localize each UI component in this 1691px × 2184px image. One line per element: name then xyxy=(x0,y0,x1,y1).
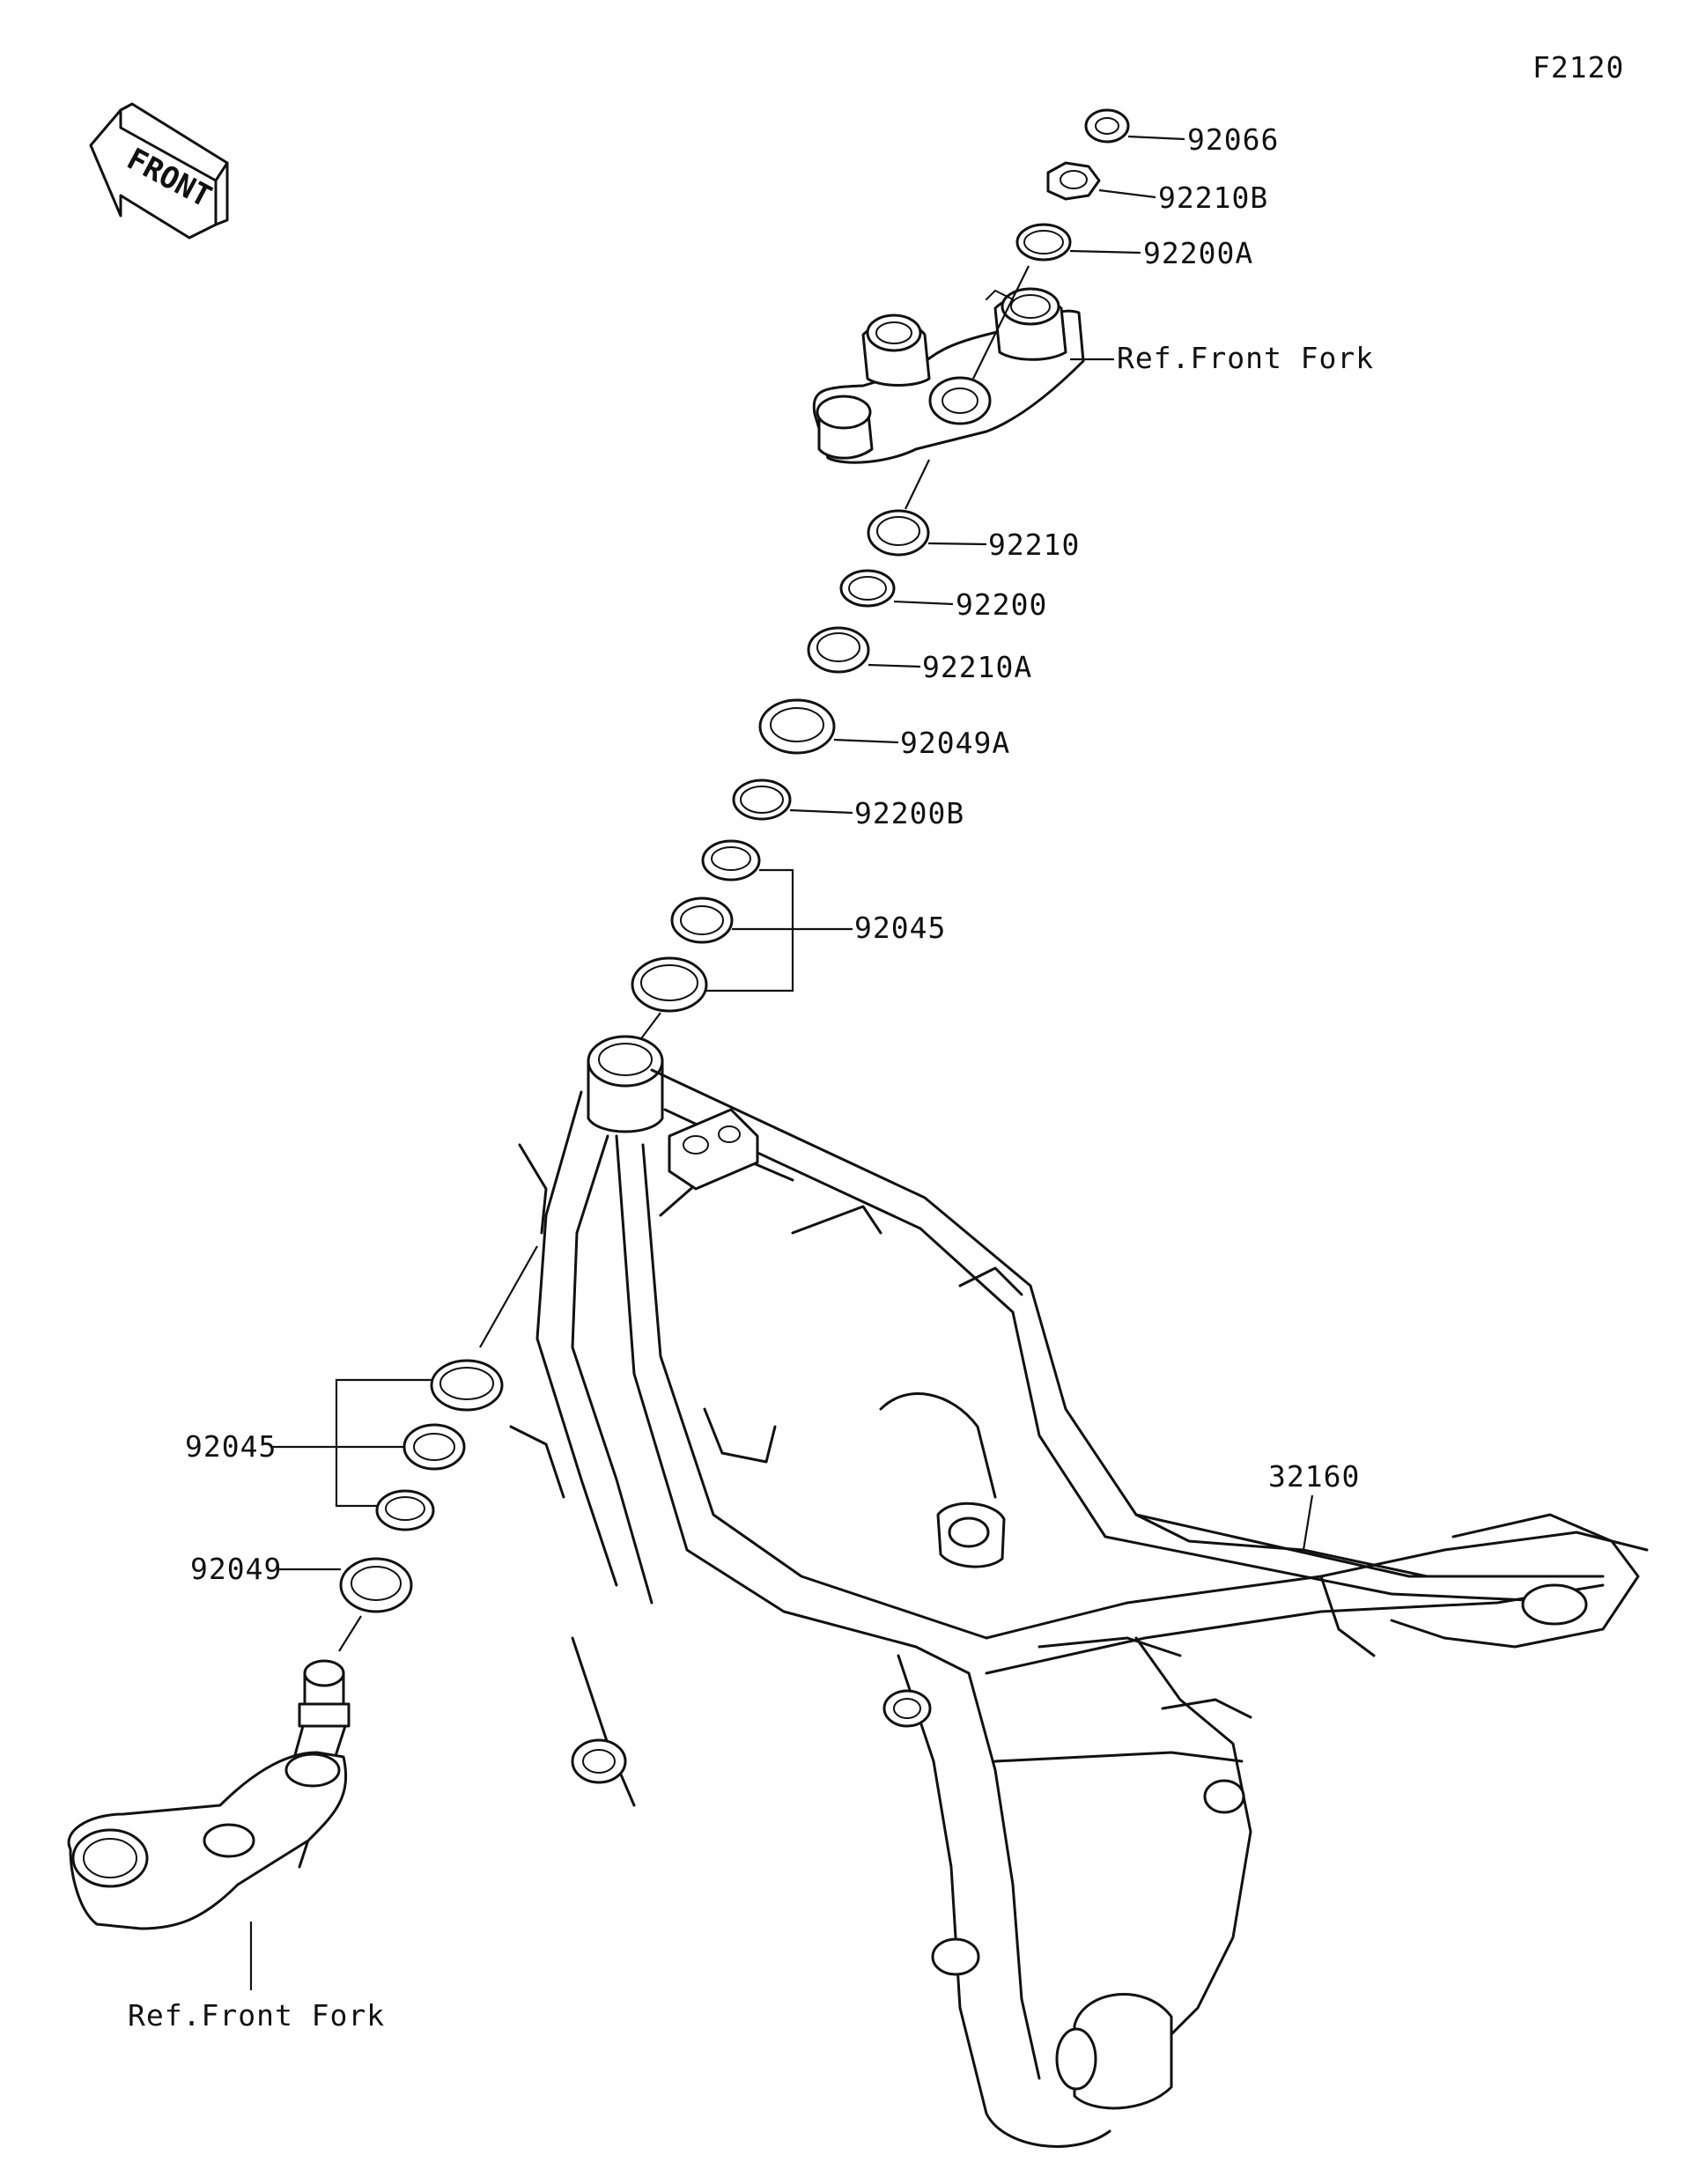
part-92200-washer xyxy=(839,569,954,608)
label-92045-lower: 92045 xyxy=(185,1429,277,1464)
part-92200B-washer xyxy=(732,778,853,821)
label-ref-front-fork-bottom: Ref.Front Fork xyxy=(128,1998,385,2033)
label-ref-front-fork-top: Ref.Front Fork xyxy=(1117,341,1374,375)
label-92210B: 92210B xyxy=(1158,181,1268,215)
part-92049A-seal xyxy=(758,698,899,755)
front-direction-arrow-icon: FRONT xyxy=(89,102,229,240)
part-92210A-nut xyxy=(807,626,921,674)
figure-code: F2120 xyxy=(1532,50,1624,85)
frame-32160 xyxy=(509,1035,1649,2148)
label-92200B: 92200B xyxy=(854,796,964,830)
part-92066-cap xyxy=(1084,108,1185,144)
lower-triple-clamp xyxy=(67,1659,351,1990)
label-92200: 92200 xyxy=(956,587,1047,622)
label-92210A: 92210A xyxy=(922,650,1032,684)
part-92210-nut xyxy=(867,459,987,557)
part-92049-seal xyxy=(277,1557,413,1652)
part-92045-lower-bearing xyxy=(273,1245,538,1531)
label-92045-upper: 92045 xyxy=(854,911,946,945)
part-92210B-nut xyxy=(1046,161,1156,201)
label-92049: 92049 xyxy=(190,1552,282,1586)
part-92200A-washer xyxy=(1015,223,1141,262)
label-92200A: 92200A xyxy=(1143,236,1253,270)
part-92045-upper-bearing xyxy=(631,839,853,1049)
label-92049A: 92049A xyxy=(900,726,1010,760)
label-92066: 92066 xyxy=(1187,122,1279,157)
label-32160: 32160 xyxy=(1268,1459,1360,1494)
upper-triple-clamp xyxy=(812,265,1114,464)
label-92210: 92210 xyxy=(988,528,1080,562)
